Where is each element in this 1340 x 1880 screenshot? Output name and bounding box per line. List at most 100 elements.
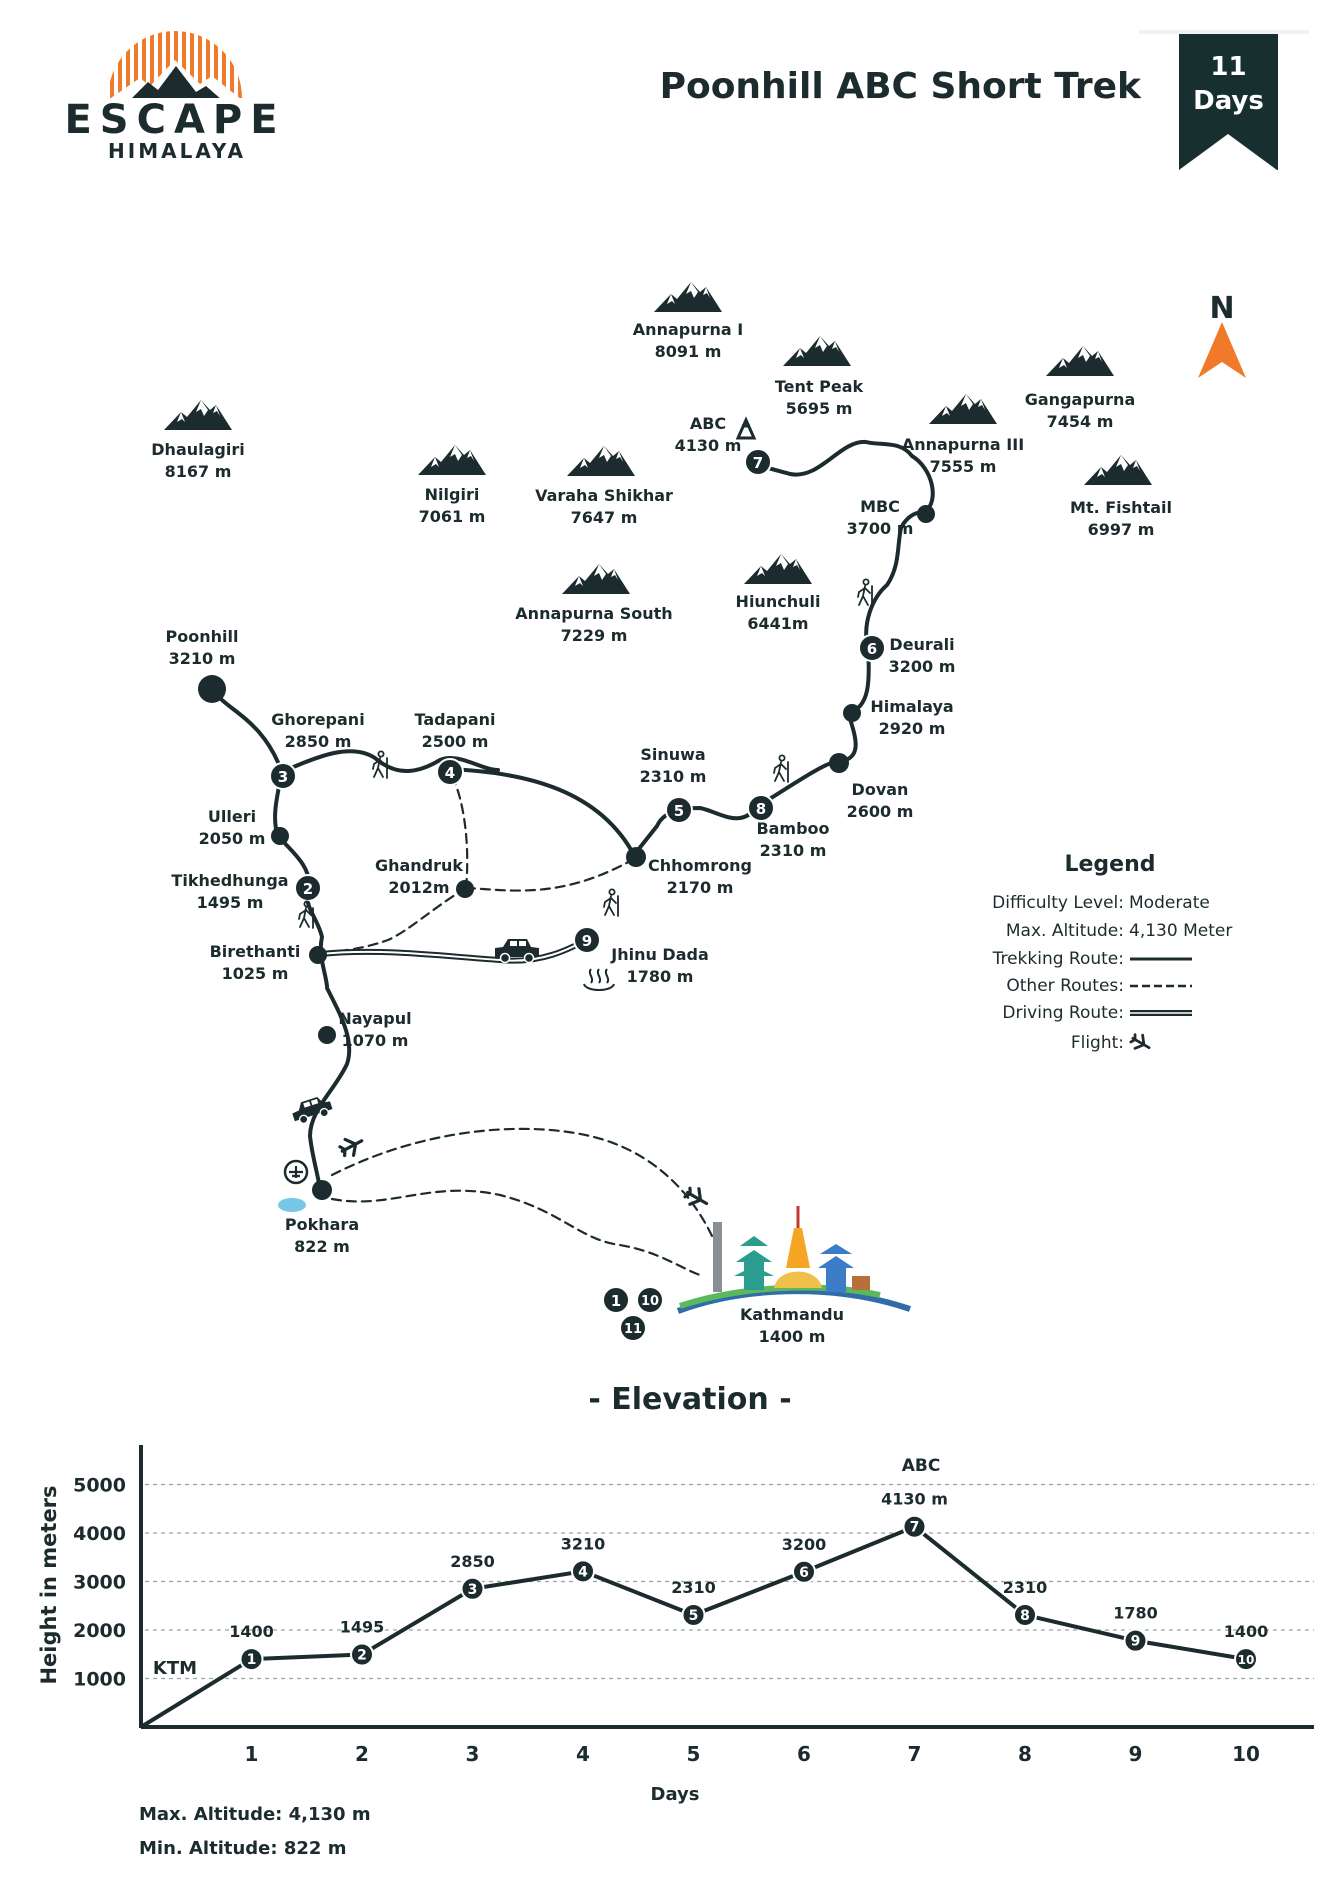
duration-ribbon (1139, 30, 1309, 170)
duration-number: 11 (1210, 52, 1247, 82)
elevation-value-label: 2310 (671, 1578, 716, 1597)
svg-text:6: 6 (867, 640, 877, 658)
place-alt-sinuwa: 2310 m (640, 767, 707, 786)
elevation-point-number: 2 (357, 1647, 367, 1663)
elevation-value-label: 1400 (1224, 1622, 1269, 1641)
place-alt-nayapul: 1070 m (342, 1031, 409, 1050)
place-name-tikhedhunga: Tikhedhunga (171, 871, 288, 890)
svg-text:3: 3 (278, 768, 288, 786)
lake-icon (278, 1198, 306, 1212)
elevation-value-label: 3210 (561, 1534, 606, 1553)
day-marker-10: 10 (636, 1286, 664, 1314)
peak-name-dhaulagiri: Dhaulagiri (151, 440, 244, 459)
legend: Legend Difficulty Level: Moderate Max. A… (992, 852, 1232, 1056)
y-axis-label: Height in meters (37, 1485, 61, 1684)
elevation-point-number: 9 (1131, 1634, 1141, 1650)
peak-name-nilgiri: Nilgiri (425, 485, 480, 504)
mountain-icon-annapurna-south (562, 564, 630, 594)
day-marker-6: 6 (858, 634, 886, 662)
stop-dovan (829, 753, 849, 773)
escape-himalaya-logo: ESCAPE HIMALAYA (64, 31, 285, 163)
compass-label: N (1209, 291, 1234, 326)
peak-name-annapurna-i: Annapurna I (633, 320, 743, 339)
y-tick-4000: 4000 (73, 1523, 126, 1545)
hiker-icon (372, 750, 388, 779)
brand-name: ESCAPE (64, 97, 285, 143)
mountain-icon-varaha (567, 446, 635, 476)
elevation-value-label: 3200 (782, 1535, 827, 1554)
peak-name-gangapurna: Gangapurna (1025, 390, 1136, 409)
stop-nayapul (318, 1026, 336, 1044)
legend-label-trekking: Trekking Route: (992, 949, 1124, 969)
elevation-point-number: 5 (689, 1608, 699, 1624)
svg-text:10: 10 (641, 1294, 659, 1309)
day-marker-11: 11 (619, 1314, 647, 1342)
svg-text:4: 4 (445, 764, 455, 782)
plane-icon (336, 1131, 368, 1161)
stop-poonhill (198, 675, 226, 703)
place-name-himalaya: Himalaya (870, 697, 953, 716)
day-marker-8: 8 (747, 794, 775, 822)
y-tick-1000: 1000 (73, 1669, 126, 1691)
elevation-value-label: 1780 (1113, 1604, 1158, 1623)
place-alt-chhomrong: 2170 m (667, 878, 734, 897)
x-tick-10: 10 (1232, 1742, 1260, 1766)
peak-alt-tent-peak: 5695 m (786, 399, 853, 418)
place-alt-ulleri: 2050 m (199, 829, 266, 848)
mountain-icon-fishtail (1084, 455, 1152, 485)
day-marker-9: 9 (573, 926, 601, 954)
peak-alt-annapurna-i: 8091 m (655, 342, 722, 361)
mountain-icon-dhaulagiri (164, 400, 232, 430)
mountain-icon-hiunchuli (744, 554, 812, 584)
elevation-point-number: 8 (1020, 1608, 1030, 1624)
mountain-icon-annapurna-i (654, 282, 722, 312)
place-alt-tikhedhunga: 1495 m (197, 893, 264, 912)
place-name-tadapani: Tadapani (414, 710, 495, 729)
place-name-kathmandu: Kathmandu (740, 1305, 844, 1324)
elevation-value-label: 4130 m (881, 1490, 948, 1509)
place-name-deurali: Deurali (889, 635, 954, 654)
legend-label-other: Other Routes: (1006, 976, 1124, 996)
peak-alt-annapurna-iii: 7555 m (930, 457, 997, 476)
peak-alt-varaha: 7647 m (571, 508, 638, 527)
peak-name-annapurna-south: Annapurna South (515, 604, 672, 623)
x-tick-8: 8 (1018, 1742, 1032, 1766)
x-axis-label: Days (651, 1784, 700, 1805)
mountain-icon-annapurna-iii (929, 394, 997, 424)
x-tick-7: 7 (908, 1742, 922, 1766)
stop-ghandruk (456, 880, 474, 898)
place-name-sinuwa: Sinuwa (640, 745, 705, 764)
legend-label-difficulty: Difficulty Level: (992, 893, 1124, 913)
day-marker-5: 5 (665, 796, 693, 824)
x-tick-6: 6 (797, 1742, 811, 1766)
peak-name-tent-peak: Tent Peak (775, 377, 864, 396)
day-marker-1: 1 (602, 1286, 630, 1314)
elevation-point-number: 6 (799, 1565, 809, 1581)
place-alt-himalaya: 2920 m (879, 719, 946, 738)
stop-birethanti (309, 946, 327, 964)
y-tick-2000: 2000 (73, 1620, 126, 1642)
elevation-title: - Elevation - (588, 1382, 791, 1417)
legend-title: Legend (1064, 852, 1155, 877)
svg-text:1: 1 (611, 1292, 621, 1310)
legend-label-max-altitude: Max. Altitude: (1006, 921, 1124, 941)
place-name-abc: ABC (690, 414, 726, 433)
day-marker-3: 3 (269, 762, 297, 790)
svg-text:8: 8 (756, 800, 766, 818)
elevation-point-number: 7 (910, 1520, 920, 1536)
mountain-icon-tent-peak (783, 336, 851, 366)
stop-himalaya (843, 704, 861, 722)
peak-alt-annapurna-south: 7229 m (561, 626, 628, 645)
start-label: KTM (153, 1658, 197, 1679)
peak-alt-dhaulagiri: 8167 m (165, 462, 232, 481)
peak-alt-hiunchuli: 6441m (747, 614, 808, 633)
duration-unit: Days (1193, 86, 1264, 116)
place-alt-ghorepani: 2850 m (285, 732, 352, 751)
legend-label-driving: Driving Route: (1002, 1003, 1124, 1023)
